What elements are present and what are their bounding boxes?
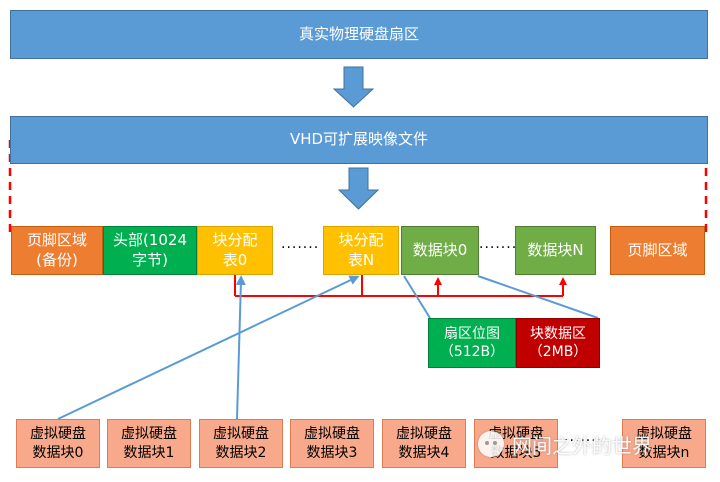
ellipsis-1: ······· [281,240,320,256]
bat-block-n: 块分配 表N [323,226,399,275]
virtual-block-3: 虚拟硬盘 数据块3 [290,419,374,468]
virtual-block-0: 虚拟硬盘 数据块0 [16,419,100,468]
virtual-block-2: 虚拟硬盘 数据块2 [199,419,283,468]
physical-disk-sectors-banner: 真实物理硬盘扇区 [10,10,708,59]
virtual-block-n: 虚拟硬盘 数据块n [622,419,706,468]
virtual-block-4: 虚拟硬盘 数据块4 [382,419,466,468]
vhd-image-file-banner: VHD可扩展映像文件 [10,116,708,164]
virtual-block-1: 虚拟硬盘 数据块1 [107,419,191,468]
map-arrow-block2 [235,275,246,420]
sector-bitmap-block: 扇区位图 （512B） [428,318,516,368]
down-arrow-2 [337,167,380,210]
header-block: 头部(1024 字节) [103,226,197,275]
bat-block-0: 块分配 表0 [197,226,273,275]
map-arrow-block0 [57,275,360,420]
data-block-n: 数据块N [515,226,596,275]
ellipsis-2: ······· [479,240,518,256]
down-arrow-1 [332,66,375,108]
expand-line-right [477,275,599,319]
expand-line-left [403,275,431,319]
data-block-0: 数据块0 [401,226,479,275]
virtual-block-5: 虚拟硬盘 数据块5 [474,419,558,468]
footer-backup-block: 页脚区域 (备份) [11,226,103,275]
block-data-area: 块数据区 （2MB） [516,318,600,368]
footer-block: 页脚区域 [610,226,705,275]
ellipsis-3: ······· [564,433,603,449]
